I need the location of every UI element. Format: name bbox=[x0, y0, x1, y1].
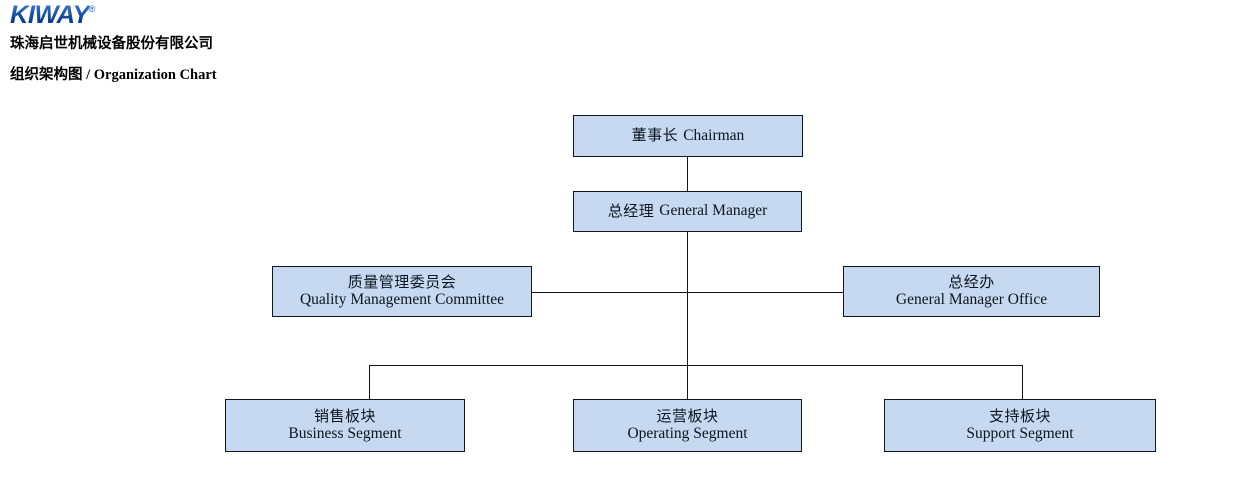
node-business-segment[interactable]: 销售板块 Business Segment bbox=[225, 399, 465, 452]
node-support-segment-label-cn: 支持板块 bbox=[988, 407, 1051, 425]
node-general-manager-office-label-cn: 总经办 bbox=[948, 273, 995, 291]
connector-drop-operating-segment bbox=[687, 365, 689, 399]
node-operating-segment[interactable]: 运营板块 Operating Segment bbox=[573, 399, 802, 452]
connector-chairman-to-gm bbox=[687, 157, 689, 191]
node-chairman-label-cn: 董事长 bbox=[631, 127, 679, 145]
node-chairman[interactable]: 董事长 Chairman bbox=[573, 115, 803, 157]
page-title-cn: 组织架构图 bbox=[10, 67, 83, 83]
node-chairman-label-en: Chairman bbox=[683, 126, 745, 144]
node-operating-segment-label-en: Operating Segment bbox=[627, 425, 748, 443]
page-title-separator: / bbox=[82, 67, 94, 83]
node-quality-management-committee[interactable]: 质量管理委员会 Quality Management Committee bbox=[272, 266, 532, 317]
node-operating-segment-label-cn: 运营板块 bbox=[656, 407, 719, 425]
node-general-manager-label-en: General Manager bbox=[659, 202, 768, 220]
node-business-segment-label-en: Business Segment bbox=[288, 425, 402, 443]
connector-gm-trunk bbox=[687, 232, 689, 366]
connector-drop-support-segment bbox=[1022, 365, 1024, 399]
company-name: 珠海启世机械设备股份有限公司 bbox=[10, 36, 213, 52]
connector-gm-to-gm-office bbox=[687, 291, 844, 293]
connector-drop-business-segment bbox=[369, 365, 371, 399]
node-quality-management-committee-label-en: Quality Management Committee bbox=[299, 291, 505, 309]
node-general-manager-office[interactable]: 总经办 General Manager Office bbox=[843, 266, 1100, 317]
node-quality-management-committee-label-cn: 质量管理委员会 bbox=[347, 273, 457, 291]
node-general-manager-label-cn: 总经理 bbox=[607, 202, 655, 220]
connector-segment-branch-bar bbox=[369, 365, 1023, 367]
node-support-segment[interactable]: 支持板块 Support Segment bbox=[884, 399, 1156, 452]
logo-wordmark: KIWAY bbox=[10, 1, 90, 29]
registered-trademark-icon: ® bbox=[88, 4, 96, 14]
node-support-segment-label-en: Support Segment bbox=[966, 425, 1074, 443]
page-title: 组织架构图 / Organization Chart bbox=[10, 63, 217, 84]
node-general-manager[interactable]: 总经理 General Manager bbox=[573, 191, 802, 232]
connector-gm-to-quality-committee bbox=[532, 291, 688, 293]
kiway-logo: KIWAY ® bbox=[10, 2, 95, 28]
node-general-manager-office-label-en: General Manager Office bbox=[895, 291, 1048, 309]
node-business-segment-label-cn: 销售板块 bbox=[313, 407, 376, 425]
page-title-en: Organization Chart bbox=[93, 67, 217, 83]
